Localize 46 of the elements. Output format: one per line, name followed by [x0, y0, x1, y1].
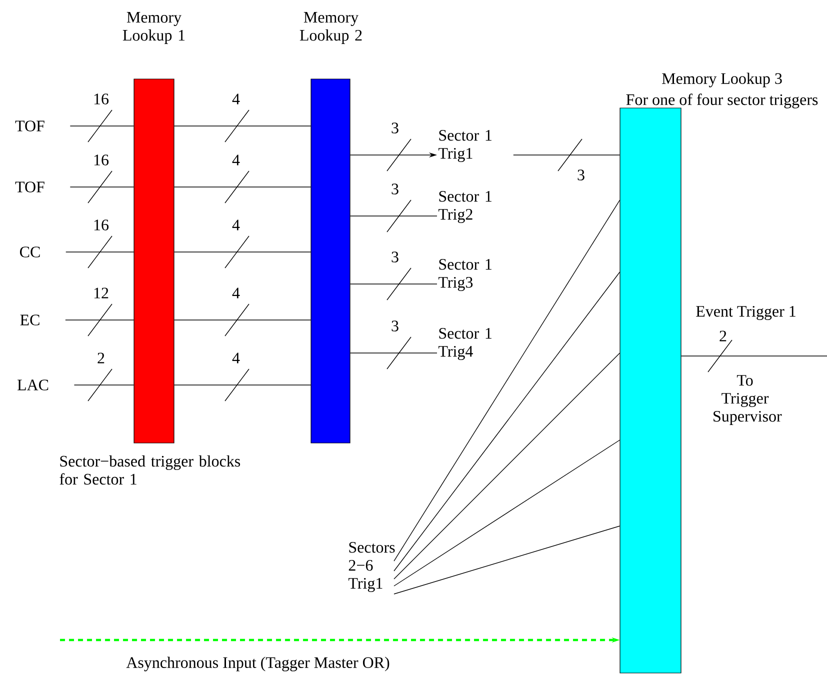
edge-label: 2 — [98, 352, 104, 364]
edge-label: 3 — [392, 252, 398, 262]
memory-lookup-bar: Memory Lookup 1 — [122, 12, 185, 444]
node-label: For one of four sector triggers — [626, 94, 818, 108]
edge-label: 4 — [232, 220, 240, 230]
connector — [394, 272, 620, 572]
edge-label: 16 — [94, 220, 109, 230]
connector — [394, 440, 620, 586]
edge-label: 16 — [94, 154, 109, 166]
signal-label: Sector 1 Trig2 — [438, 191, 492, 224]
connector — [174, 384, 312, 386]
edge-label: 4 — [232, 154, 240, 166]
signal-label: TOF — [15, 120, 44, 132]
signal-label: EC — [20, 314, 40, 326]
edge-label: 4 — [232, 94, 240, 104]
edge-label: 2 — [720, 330, 726, 342]
connector — [350, 352, 438, 354]
signal-label: Sectors 2−6 Trig1 — [348, 542, 395, 592]
edge-label: 3 — [392, 184, 398, 194]
edge-label: Asynchronous Input (Tagger Master OR) — [126, 656, 390, 672]
note-text: To Trigger Supervisor — [714, 375, 782, 425]
connector — [394, 200, 620, 562]
connector — [70, 186, 134, 188]
signal-label: Sector 1 Trig3 — [438, 259, 492, 292]
edge-label: 12 — [94, 288, 108, 298]
connector — [513, 154, 620, 156]
edge-label: 4 — [232, 288, 240, 298]
edge-label: 16 — [94, 94, 109, 104]
edge-label: 3 — [578, 170, 584, 180]
signal-label: Sector 1 Trig4 — [438, 328, 492, 360]
signal-label: CC — [20, 246, 40, 258]
connector — [394, 526, 620, 594]
connector — [394, 352, 620, 580]
memory-lookup-bar: Memory Lookup 2 — [300, 12, 362, 444]
connector — [74, 384, 134, 386]
signal-label: LAC — [17, 380, 48, 390]
edge-label: 3 — [392, 320, 398, 332]
edge-label: 3 — [392, 122, 398, 134]
edge-label: 4 — [232, 352, 240, 364]
signal-label: Sector 1 Trig1 — [438, 130, 492, 162]
note-text: Event Trigger 1 — [696, 306, 796, 320]
connector — [174, 186, 312, 188]
node-label: Memory Lookup 2 — [300, 12, 362, 44]
node-label: Memory Lookup 3 — [662, 72, 782, 88]
node-label: Memory Lookup 1 — [122, 12, 185, 44]
signal-label: TOF — [15, 182, 44, 192]
